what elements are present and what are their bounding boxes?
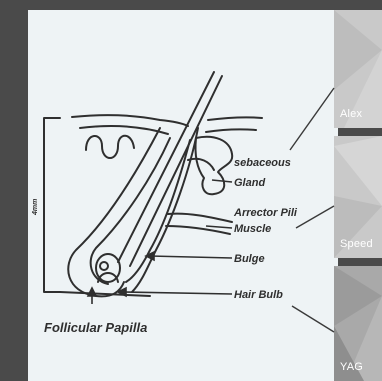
label-follicular-papilla: Follicular Papilla — [44, 320, 147, 335]
epidermis-wave — [86, 136, 134, 158]
skin-surface-right — [208, 117, 262, 120]
label-gland: Gland — [234, 177, 265, 189]
alex-leader-line — [290, 88, 334, 150]
label-bulge: Bulge — [234, 253, 265, 265]
arrector-pili-muscle — [168, 214, 232, 222]
label-hair-bulb: Hair Bulb — [234, 289, 283, 301]
bulge-arrowhead — [146, 252, 154, 260]
hair-shaft-left — [118, 72, 214, 262]
papilla-arrowhead — [88, 288, 96, 296]
follicle-outer-right — [132, 128, 198, 292]
hair-bulb-pointer — [122, 292, 232, 294]
skin-layer-line — [80, 126, 168, 134]
depth-bracket — [44, 118, 60, 292]
sebaceous-gland — [195, 137, 232, 194]
gland-pointer — [212, 180, 232, 182]
bulge-pointer — [150, 256, 232, 258]
papilla-core — [100, 262, 108, 270]
yag-leader-line — [292, 306, 334, 332]
muscle-pointer — [206, 226, 232, 228]
label-muscle: Muscle — [234, 223, 271, 235]
skin-layer-right — [206, 129, 256, 132]
label-arrector-pili: Arrector Pili — [233, 207, 298, 219]
sebaceous-duct — [188, 159, 214, 170]
label-depth: 4mm — [32, 199, 39, 216]
hair-shaft-right — [130, 76, 222, 266]
label-sebaceous: sebaceous — [234, 157, 291, 169]
speed-leader-line — [296, 206, 334, 228]
skin-surface-line — [72, 115, 188, 126]
